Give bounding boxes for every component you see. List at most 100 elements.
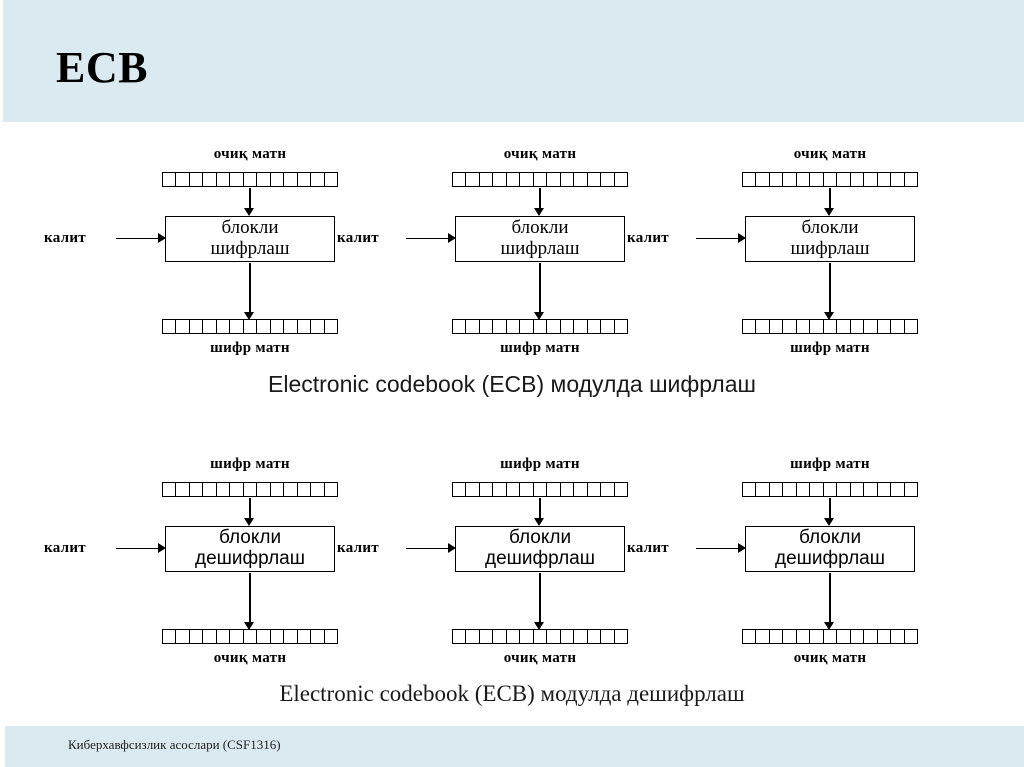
- bit-cell: [878, 173, 892, 186]
- arrow-down-to-block: [244, 188, 255, 216]
- bit-cell: [217, 173, 231, 186]
- key-label-2: калит: [337, 230, 379, 246]
- bit-cell: [244, 173, 258, 186]
- bit-cell: [163, 173, 177, 186]
- ciphertext-bit-bar: [742, 319, 918, 334]
- bit-cell: [743, 320, 757, 333]
- bit-cell: [325, 630, 337, 643]
- key-label-1: калит: [44, 230, 86, 246]
- bit-cell: [810, 320, 824, 333]
- bit-cell: [561, 320, 575, 333]
- bit-cell: [190, 483, 204, 496]
- bit-cell: [574, 630, 588, 643]
- bit-cell: [230, 320, 244, 333]
- bit-cell: [520, 483, 534, 496]
- bit-cell: [244, 483, 258, 496]
- bit-cell: [783, 483, 797, 496]
- bit-cell: [176, 173, 190, 186]
- ciphertext-label: шифр матн: [500, 456, 580, 472]
- bit-cell: [507, 320, 521, 333]
- bit-cell: [298, 173, 312, 186]
- block-box-line2: дешифрлаш: [775, 548, 885, 569]
- bit-cell: [547, 173, 561, 186]
- plaintext-label: очиқ матн: [793, 650, 867, 666]
- bit-cell: [534, 630, 548, 643]
- arrow-key-to-block-1: [116, 233, 166, 244]
- bit-cell: [163, 630, 177, 643]
- bit-cell: [824, 173, 838, 186]
- bit-cell: [480, 320, 494, 333]
- diagram-canvas: очиқ матн блокли шифрлаш шифр матн калит: [0, 122, 1024, 726]
- key-label-5: калит: [337, 540, 379, 556]
- bit-cell: [311, 630, 325, 643]
- block-cipher-box: блокли шифрлаш: [455, 216, 625, 262]
- plaintext-bit-bar: [452, 629, 628, 644]
- bit-cell: [588, 320, 602, 333]
- ciphertext-bit-bar: [162, 482, 338, 497]
- key-label-3: калит: [627, 230, 669, 246]
- bit-cell: [891, 630, 905, 643]
- plaintext-label: очиқ матн: [503, 146, 577, 162]
- bit-cell: [547, 630, 561, 643]
- bit-cell: [588, 173, 602, 186]
- ciphertext-bit-bar: [452, 319, 628, 334]
- bit-cell: [783, 173, 797, 186]
- bit-cell: [601, 173, 615, 186]
- bit-cell: [797, 630, 811, 643]
- plaintext-label: очиқ матн: [503, 650, 577, 666]
- bit-cell: [891, 483, 905, 496]
- bit-cell: [837, 173, 851, 186]
- bit-cell: [176, 630, 190, 643]
- bit-cell: [453, 173, 467, 186]
- bit-cell: [507, 483, 521, 496]
- bit-cell: [271, 630, 285, 643]
- block-box-line2: шифрлаш: [790, 238, 870, 259]
- block-cipher-box: блокли шифрлаш: [745, 216, 915, 262]
- bit-cell: [466, 483, 480, 496]
- bit-cell: [493, 630, 507, 643]
- bit-cell: [453, 320, 467, 333]
- block-box-line1: блокли: [798, 527, 862, 549]
- bit-cell: [783, 320, 797, 333]
- bit-cell: [257, 483, 271, 496]
- arrow-down-to-output: [824, 263, 835, 321]
- plaintext-label: очиқ матн: [793, 146, 867, 162]
- bit-cell: [271, 173, 285, 186]
- bit-cell: [770, 173, 784, 186]
- bit-cell: [466, 320, 480, 333]
- bit-cell: [797, 173, 811, 186]
- arrow-down-to-output: [824, 573, 835, 631]
- ciphertext-bit-bar: [452, 482, 628, 497]
- bit-cell: [851, 320, 865, 333]
- bit-cell: [561, 483, 575, 496]
- bit-cell: [244, 320, 258, 333]
- bit-cell: [601, 630, 615, 643]
- bit-cell: [574, 320, 588, 333]
- arrow-down-to-output: [244, 573, 255, 631]
- bit-cell: [851, 483, 865, 496]
- block-box-line2: дешифрлаш: [195, 548, 305, 569]
- plaintext-label: очиқ матн: [213, 650, 287, 666]
- block-decipher-box: блокли дешифрлаш: [745, 526, 915, 572]
- bit-cell: [756, 630, 770, 643]
- arrow-down-to-block: [824, 498, 835, 526]
- bit-cell: [244, 630, 258, 643]
- bit-cell: [756, 320, 770, 333]
- bit-cell: [797, 483, 811, 496]
- bit-cell: [493, 320, 507, 333]
- bit-cell: [163, 483, 177, 496]
- block-decipher-box: блокли дешифрлаш: [165, 526, 335, 572]
- bit-cell: [284, 630, 298, 643]
- arrow-down-to-output: [244, 263, 255, 321]
- bit-cell: [601, 483, 615, 496]
- plaintext-bit-bar: [162, 629, 338, 644]
- bit-cell: [824, 630, 838, 643]
- bit-cell: [230, 630, 244, 643]
- bit-cell: [756, 483, 770, 496]
- plaintext-bit-bar: [162, 172, 338, 187]
- bit-cell: [743, 630, 757, 643]
- plaintext-bit-bar: [452, 172, 628, 187]
- bit-cell: [298, 483, 312, 496]
- bit-cell: [298, 320, 312, 333]
- bit-cell: [507, 173, 521, 186]
